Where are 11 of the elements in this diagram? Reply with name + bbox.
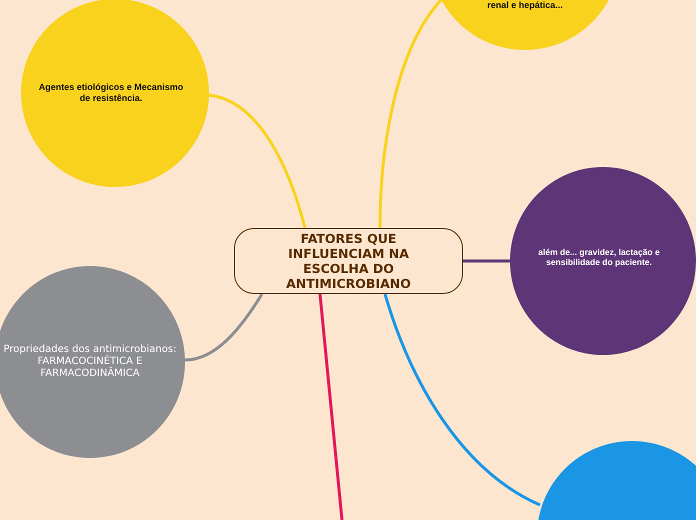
topic-text: Agentes etiológicos e Mecanismo de resistência. — [38, 82, 184, 104]
connector-line — [463, 260, 510, 262]
central-topic-title: FATORES QUE INFLUENCIAM NA ESCOLHA DO ANTIMICROBIANO — [285, 231, 412, 291]
connector-line — [184, 293, 264, 362]
central-topic-box — [234, 228, 463, 294]
topic-text: além de... gravidez, lactação e sensibilidade do paciente. — [537, 246, 661, 268]
topic-text: renal e hepática... — [487, 0, 563, 11]
connector-line — [378, 0, 442, 228]
connector-line — [318, 294, 344, 520]
connector-line — [208, 94, 306, 228]
topic-text: Propriedades dos antimicrobianos: FARMACOCINÉTICA E FARMACODINÂMICA — [2, 344, 178, 380]
